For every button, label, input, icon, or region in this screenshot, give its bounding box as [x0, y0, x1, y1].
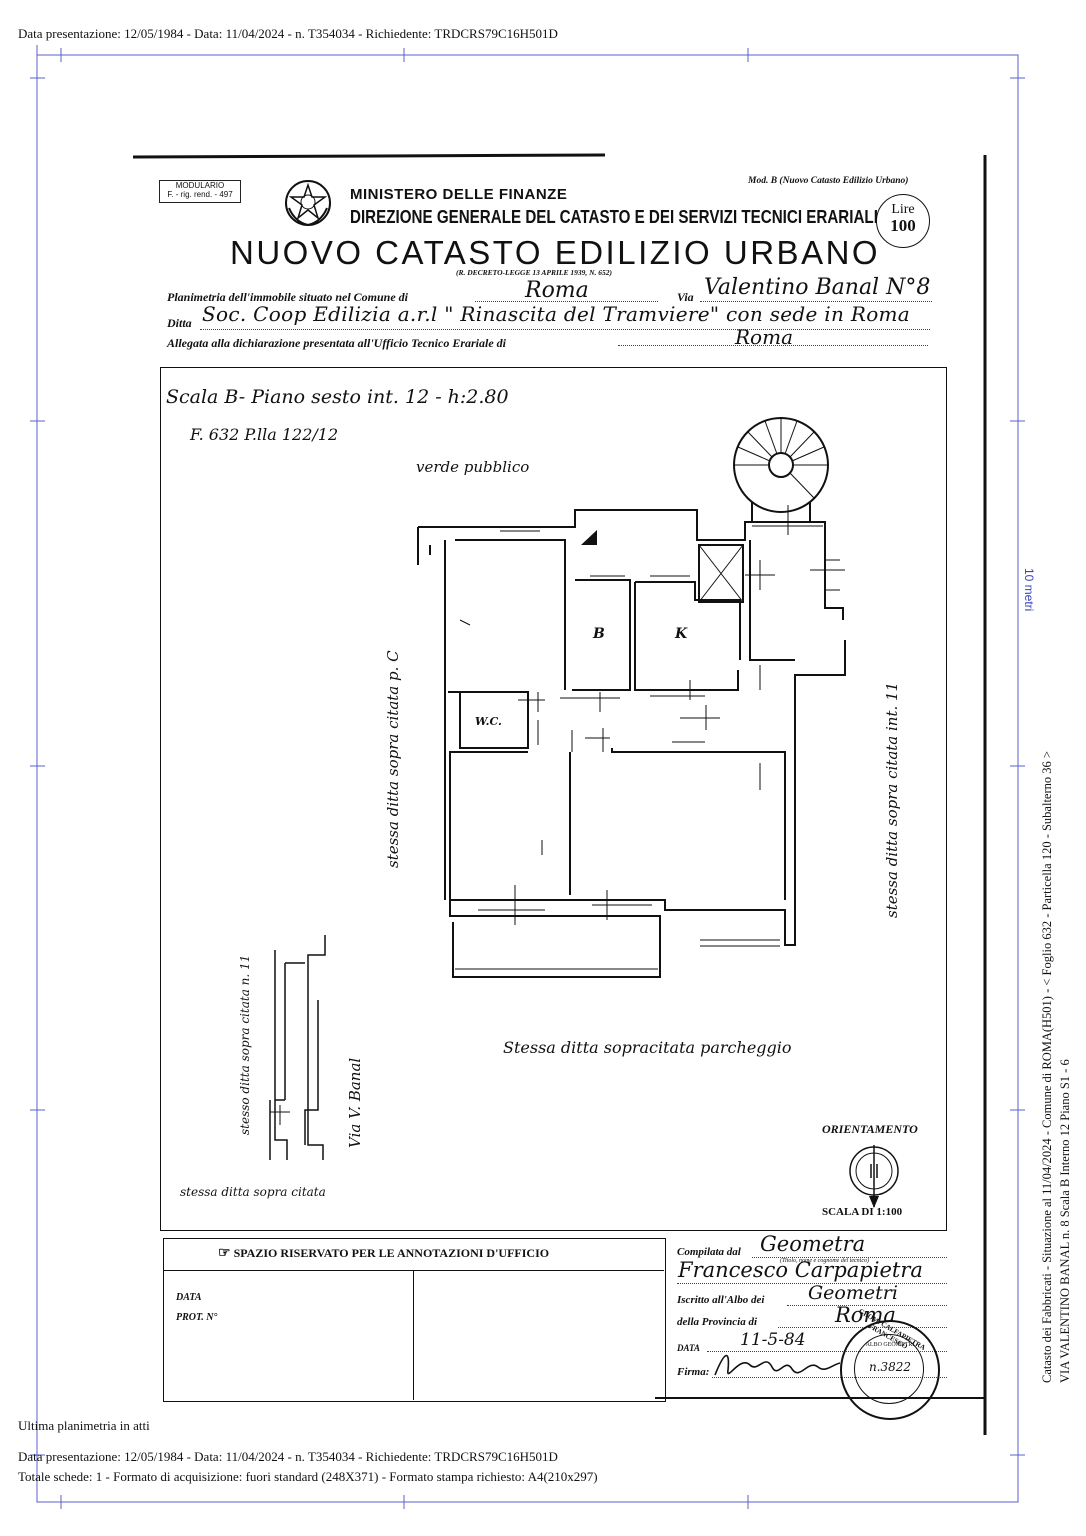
via-value: Valentino Banal N°8: [704, 275, 931, 300]
direction-title: DIREZIONE GENERALE DEL CATASTO E DEI SER…: [350, 206, 878, 227]
iscritto-line: [787, 1304, 947, 1306]
orientamento-label: ORIENTAMENTO: [822, 1122, 918, 1136]
data-line: [707, 1350, 947, 1352]
lire-stamp: Lire 100: [876, 194, 930, 248]
foglio-note: F. 632 P.lla 122/12: [190, 425, 339, 444]
firma-line: [712, 1376, 947, 1378]
parcheggio-note: Stessa ditta sopracitata parcheggio: [503, 1038, 792, 1057]
plan-frame: [160, 367, 947, 1231]
scale-note: Scala B- Piano sesto int. 12 - h:2.80: [166, 386, 509, 408]
decree: (R. DECRETO-LEGGE 13 APRILE 1939, N. 652…: [456, 268, 613, 277]
firma-label: Firma:: [677, 1366, 710, 1378]
header-line: Data presentazione: 12/05/1984 - Data: 1…: [18, 26, 558, 41]
office-data-label: DATA: [176, 1292, 202, 1303]
stamp-number: n.3822: [868, 1360, 912, 1374]
inset-side-note: stesso ditta sopra citata n. 11: [238, 954, 252, 1135]
data-value: 11-5-84: [740, 1330, 806, 1350]
office-title-text: SPAZIO RISERVATO PER LE ANNOTAZIONI D'UF…: [233, 1246, 550, 1260]
tecnico-line: [677, 1282, 947, 1284]
geometra-stamp: GEOM. CALFAPIETRA FRANCESCO ALBO GEOMETR…: [840, 1307, 940, 1420]
data-label: DATA: [677, 1343, 701, 1353]
right-side-note: stessa ditta sopra citata int. 11: [883, 681, 901, 918]
lire-value: 100: [890, 216, 916, 235]
ditta-value: Soc. Coop Edilizia a.r.l " Rinascita del…: [202, 302, 911, 326]
iscritto-value: Geometri: [808, 1282, 898, 1304]
left-side-note: stessa ditta sopra citata p. C: [384, 650, 402, 868]
ditta-label: Ditta: [167, 316, 192, 330]
ufficio-value: Roma: [735, 325, 793, 349]
scala-label: SCALA DI 1:100: [822, 1206, 903, 1218]
pointer-icon: ☞: [218, 1246, 231, 1261]
ditta-line: [200, 328, 930, 330]
inset-bottom-note: stessa ditta sopra citata: [180, 1185, 326, 1199]
comune-line: [475, 300, 658, 302]
office-title: ☞ SPAZIO RISERVATO PER LE ANNOTAZIONI D'…: [218, 1245, 549, 1262]
stamp-inner-ring: [854, 1334, 924, 1404]
office-box: [163, 1238, 666, 1402]
stamp-albo: ALBO GEOMETRI: [865, 1342, 915, 1348]
footer-line1: Data presentazione: 12/05/1984 - Data: 1…: [18, 1449, 558, 1464]
compilata-label: Compilata dal: [677, 1246, 741, 1258]
ultima-planimetria: Ultima planimetria in atti: [18, 1418, 150, 1433]
lire-label: Lire: [891, 202, 915, 217]
titolo-hint: (Titolo, nome e cognome del tecnico): [780, 1258, 869, 1264]
ministry-title: MINISTERO DELLE FINANZE: [350, 186, 568, 203]
allegata-line: [618, 344, 928, 346]
via-line: [700, 300, 932, 302]
planimetria-label: Planimetria dell'immobile situato nel Co…: [167, 290, 409, 304]
allegata-label: Allegata alla dichiarazione presentata a…: [167, 336, 506, 350]
catasto-title: NUOVO CATASTO EDILIZIO URBANO: [230, 234, 881, 271]
compilata-line: [752, 1256, 947, 1258]
verde-label: verde pubblico: [416, 458, 530, 476]
provincia-label: della Provincia di: [677, 1316, 758, 1328]
office-prot-label: PROT. N°: [176, 1312, 218, 1323]
modulario-label: MODULARIO: [175, 181, 225, 190]
compilata-value: Geometra: [760, 1232, 866, 1256]
modulario-box: MODULARIO F. - rig. rend. - 497: [159, 180, 241, 203]
room-k-label: K: [675, 626, 688, 642]
republic-emblem-icon: [285, 180, 331, 227]
tecnico-name: Francesco Carpapietra: [678, 1258, 923, 1282]
inset-street-label: Via V. Banal: [346, 1057, 364, 1148]
comune-value: Roma: [525, 278, 589, 303]
office-col-divider: [413, 1270, 414, 1400]
footer-line2: Totale schede: 1 - Formato di acquisizio…: [18, 1469, 598, 1484]
iscritto-label: Iscritto all'Albo dei: [677, 1294, 765, 1306]
via-label: Via: [677, 290, 694, 304]
room-b-label: B: [593, 626, 605, 642]
room-wc-label: W.C.: [475, 715, 502, 728]
mod-b: Mod. B (Nuovo Catasto Edilizio Urbano): [748, 176, 909, 186]
signature: [714, 1354, 841, 1376]
modulario-code: F. - rig. rend. - 497: [167, 190, 233, 199]
